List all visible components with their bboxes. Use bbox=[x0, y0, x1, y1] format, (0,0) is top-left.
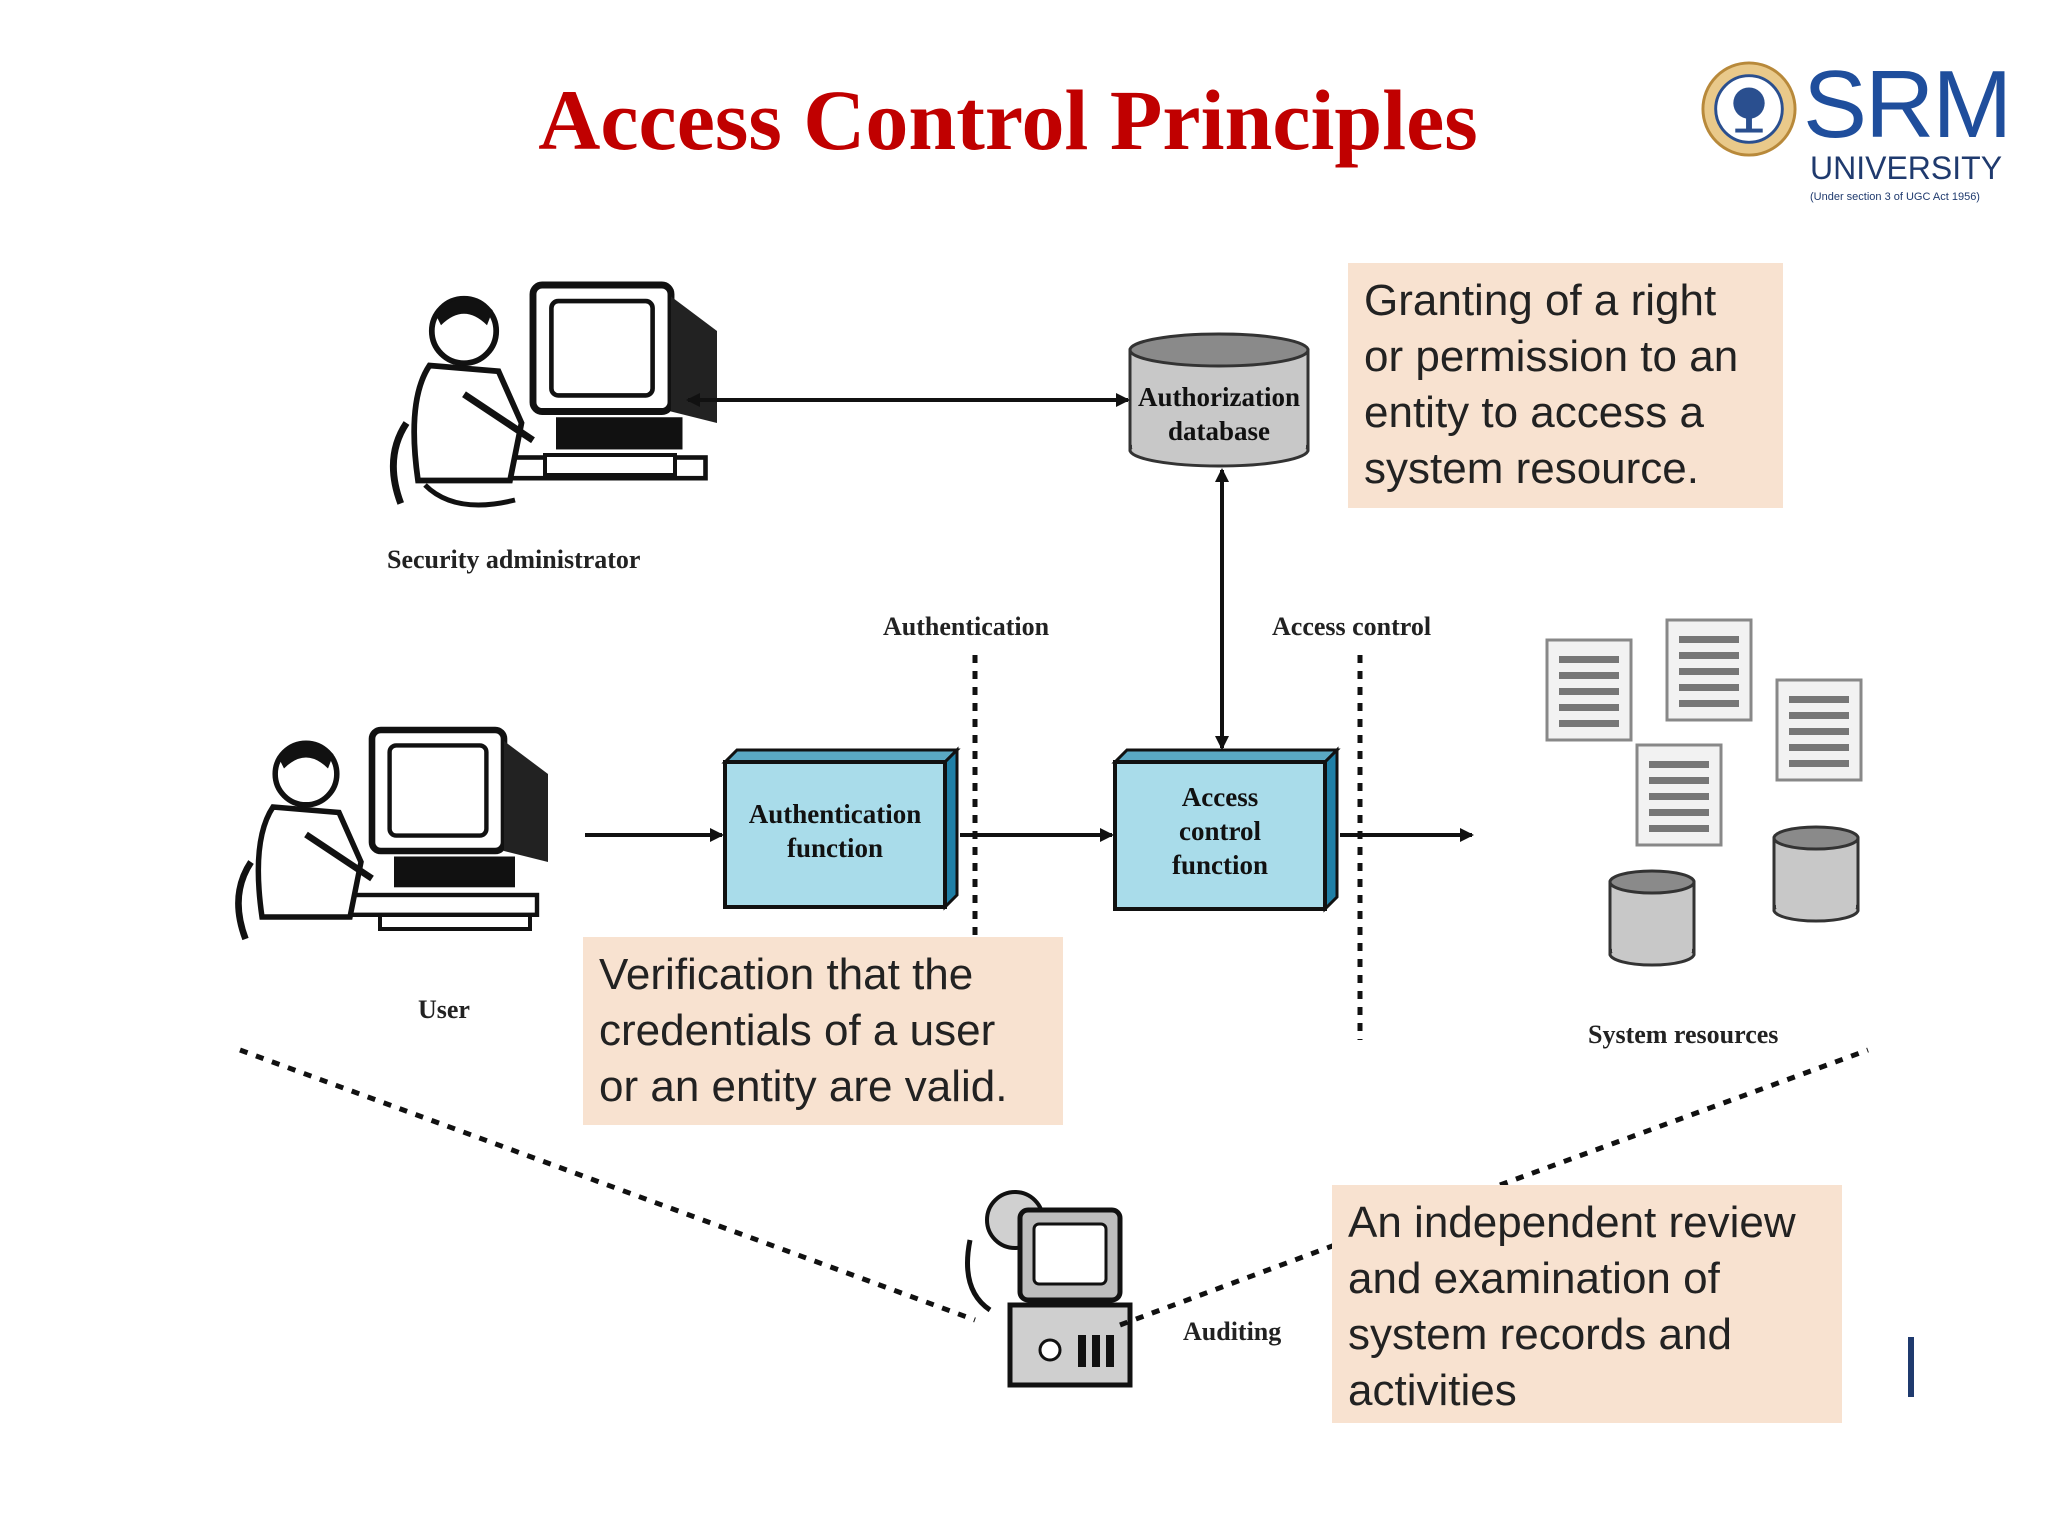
access-control-function-box bbox=[1111, 746, 1341, 913]
label-system-resources: System resources bbox=[1588, 1020, 1779, 1049]
security-administrator-icon bbox=[393, 285, 717, 508]
system-resources-icon bbox=[1545, 618, 1863, 967]
authentication-function-line-2: function bbox=[786, 833, 884, 863]
logo-university-text: UNIVERSITY bbox=[1810, 150, 2003, 186]
university-seal-icon bbox=[1701, 61, 1797, 157]
page-title: Access Control Principles bbox=[538, 72, 1478, 168]
auditing-right-dotted-line-upper bbox=[1499, 1047, 1869, 1188]
slide-edge-mark bbox=[1908, 1337, 1914, 1397]
authentication-function-box bbox=[721, 746, 961, 911]
logo-subtitle: (Under section 3 of UGC Act 1956) bbox=[1810, 191, 1980, 203]
authentication-function-line-1: Authentication bbox=[748, 799, 922, 829]
authorization-database-line-1: Authorization bbox=[1138, 382, 1300, 412]
authorization-database-line-2: database bbox=[1167, 416, 1270, 446]
srm-logo: SRM UNIVERSITY (Under section 3 of UGC A… bbox=[1700, 51, 2020, 208]
authentication-function-label: Authentication function bbox=[725, 797, 945, 865]
access-control-function-line-2: control bbox=[1179, 816, 1261, 846]
access-control-function-line-1: Access bbox=[1181, 782, 1259, 812]
label-user: User bbox=[418, 995, 470, 1024]
user-icon bbox=[238, 730, 548, 939]
label-authentication-boundary: Authentication bbox=[883, 612, 1050, 641]
label-access-control-boundary: Access control bbox=[1272, 612, 1432, 641]
logo-srm-text: SRM bbox=[1803, 51, 2012, 158]
label-auditing: Auditing bbox=[1183, 1317, 1282, 1346]
auditing-right-dotted-line bbox=[1119, 1242, 1336, 1328]
label-security-administrator: Security administrator bbox=[387, 545, 641, 574]
authorization-note: Granting of a right or permission to an … bbox=[1348, 263, 1783, 508]
auditing-note: An independent review and examination of… bbox=[1332, 1185, 1842, 1423]
authorization-database bbox=[1128, 332, 1310, 468]
authentication-note: Verification that the credentials of a u… bbox=[583, 937, 1063, 1125]
authorization-database-label: Authorization database bbox=[1130, 380, 1308, 448]
access-control-function-line-3: function bbox=[1171, 850, 1269, 880]
access-control-function-label: Access control function bbox=[1115, 780, 1325, 882]
auditor-icon bbox=[965, 1190, 1133, 1388]
auditing-left-dotted-line bbox=[239, 1047, 976, 1323]
